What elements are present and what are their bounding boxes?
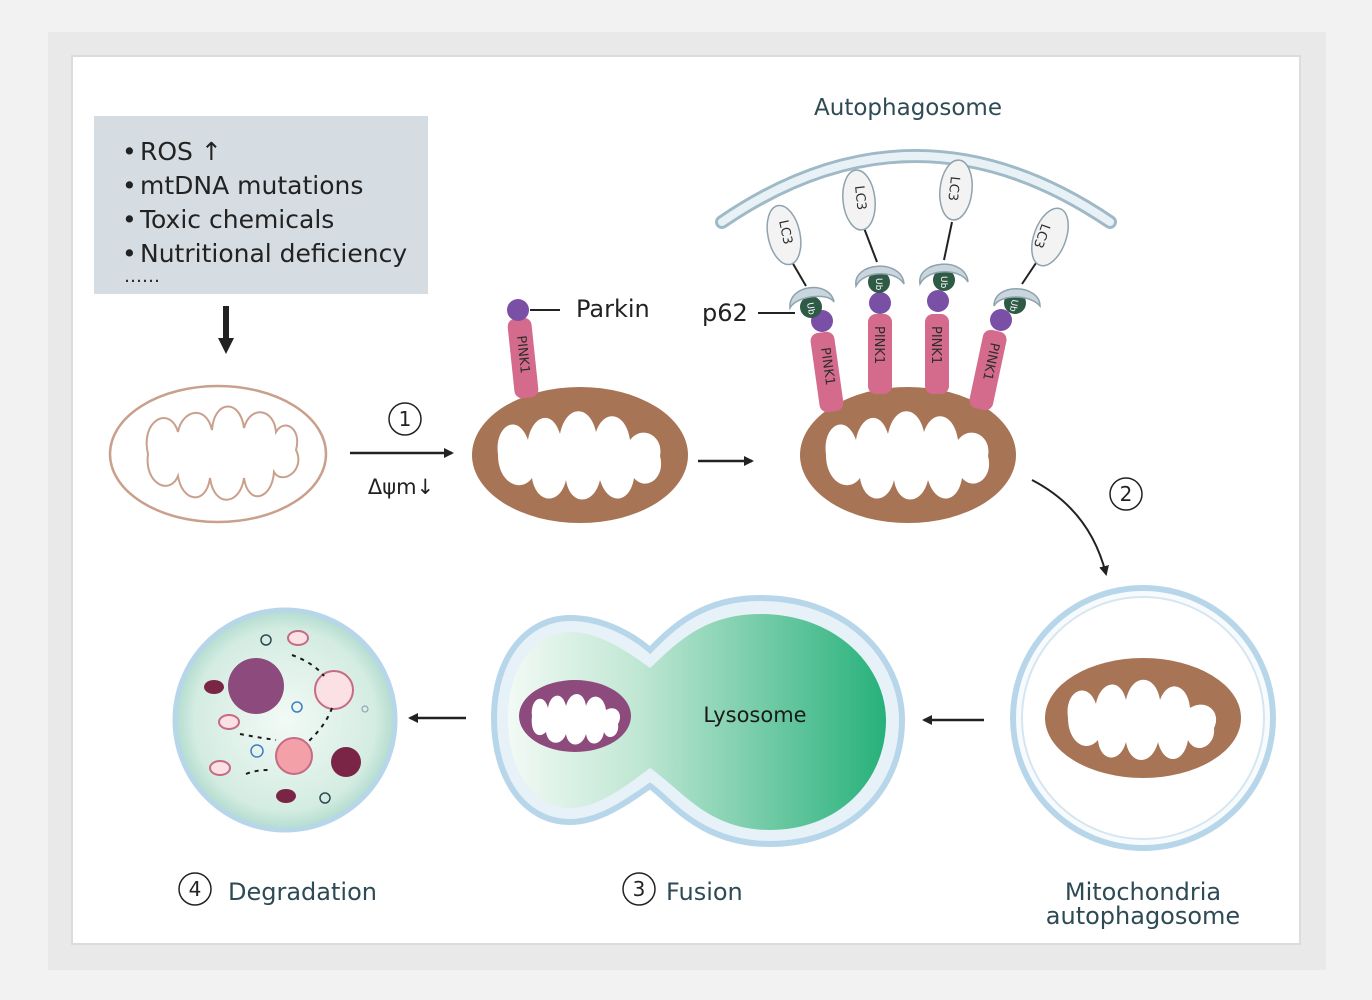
mito-autophagosome-label-2: autophagosome [1046, 902, 1240, 930]
step2-arrow [1031, 479, 1109, 576]
debris-oval-2 [218, 714, 240, 730]
trigger-item-1: ROS ↑ [140, 137, 222, 166]
receptor-complex-4: PINK1 Ub LC3 [969, 207, 1069, 411]
lc3-oval-4 [1031, 207, 1069, 267]
trigger-bullet-4: • [122, 239, 137, 268]
pink1-label: PINK1 [513, 335, 532, 375]
delta-psi-label: Δψm↓ [368, 475, 434, 499]
mitochondrion-tagged [800, 387, 1016, 523]
trigger-more: …… [124, 266, 160, 287]
parkin-label: Parkin [576, 295, 650, 323]
cristae-fused [531, 694, 621, 745]
debris-dashes-1 [291, 654, 325, 677]
debris-pink-ring [314, 670, 354, 710]
degradation-vesicle [172, 607, 398, 833]
ub-dot-3 [933, 269, 955, 291]
step1-number: 1 [399, 407, 412, 431]
autolysosome [490, 594, 906, 848]
receptor-complex-3: PINK1 Ub LC3 [919, 159, 973, 394]
debris-dashes-3 [239, 733, 277, 741]
debris-oval-dark-1 [204, 680, 224, 694]
cristae-healthy [145, 405, 300, 501]
pink1-label-1: PINK1 [817, 346, 837, 386]
ub-dot-1 [800, 296, 822, 318]
lc3-link-4 [1021, 259, 1039, 285]
parkin-dot-2 [869, 292, 891, 314]
pink1-bar-4 [969, 329, 1007, 411]
ub-label-3: Ub [938, 276, 948, 289]
receptor-complex-1: PINK1 Ub LC3 [766, 204, 844, 413]
parkin-dot-4 [990, 309, 1012, 331]
debris-small-2 [291, 701, 303, 713]
debris-dark [331, 747, 361, 777]
lc3-oval-3 [939, 159, 973, 221]
debris-small-1 [260, 634, 272, 646]
cristae-enclosed [1067, 679, 1217, 760]
lc3-label-2: LC3 [851, 185, 868, 211]
debris-pink-mid [275, 737, 313, 775]
lc3-label-1: LC3 [775, 219, 795, 246]
step2-circle [1109, 477, 1143, 511]
pink1-marker [507, 317, 539, 399]
lc3-link-2 [863, 227, 878, 263]
mito-autophagosome-label-1: Mitochondria [1065, 878, 1221, 906]
mitochondrion-damaged [472, 387, 688, 523]
p62-cup-1 [789, 286, 835, 311]
lc3-oval-1 [766, 204, 802, 266]
debris-oval-1 [287, 630, 309, 646]
debris-dashes-4 [245, 769, 273, 775]
step4-label: Degradation [228, 878, 377, 906]
trigger-list: • ROS ↑ • mtDNA mutations • Toxic chemic… [122, 137, 407, 287]
debris-small-4 [319, 792, 331, 804]
p62-cup-4 [993, 288, 1041, 309]
receptor-complex-2: PINK1 Ub LC3 [842, 169, 905, 394]
debris-oval-dark-2 [276, 789, 296, 803]
step3-label: Fusion [666, 878, 743, 906]
step3-number: 3 [633, 877, 646, 901]
lysosome-label: Lysosome [703, 703, 806, 727]
step4-number: 4 [189, 877, 202, 901]
trigger-item-2: mtDNA mutations [140, 171, 363, 200]
parkin-dot-3 [927, 290, 949, 312]
debris-dashes-2 [307, 707, 333, 743]
pink1-label-3: PINK1 [928, 326, 943, 364]
mito-autophagosome [1010, 585, 1276, 851]
p62-cup-2 [855, 265, 905, 289]
parkin-dot [507, 299, 529, 321]
step1-circle [388, 402, 422, 436]
trigger-box [94, 116, 428, 294]
pink1-bar-2 [868, 314, 892, 394]
trigger-item-4: Nutritional deficiency [140, 239, 407, 268]
pink1-bar-3 [925, 314, 949, 394]
trigger-bullet-1: • [122, 137, 137, 166]
trigger-bullet-3: • [122, 205, 137, 234]
debris-small-5 [361, 705, 369, 713]
debris-small-3 [250, 744, 264, 758]
ub-dot-2 [868, 271, 890, 293]
step2-number: 2 [1120, 482, 1133, 506]
debris-large-purple [228, 658, 284, 714]
autophagosome-label: Autophagosome [814, 95, 1002, 121]
lc3-link-1 [791, 261, 807, 287]
step3-circle [622, 872, 656, 906]
p62-label: p62 [702, 299, 748, 327]
autolysosome-inner [508, 614, 886, 830]
pink1-bar-1 [810, 331, 844, 413]
pink1-label-2: PINK1 [871, 326, 886, 364]
ub-label-1: Ub [804, 302, 816, 316]
mitochondrion-healthy [108, 384, 328, 524]
lc3-label-3: LC3 [944, 176, 961, 202]
p62-cup-3 [919, 263, 969, 287]
debris-oval-3 [209, 760, 231, 776]
ub-label-4: Ub [1007, 298, 1019, 312]
trigger-item-3: Toxic chemicals [139, 205, 334, 234]
step4-circle [178, 872, 212, 906]
ub-label-2: Ub [873, 278, 883, 291]
lc3-link-3 [943, 221, 953, 261]
trigger-bullet-2: • [122, 171, 137, 200]
cristae-tagged [825, 411, 990, 500]
cristae-damaged [497, 411, 662, 500]
lc3-oval-2 [842, 169, 876, 231]
